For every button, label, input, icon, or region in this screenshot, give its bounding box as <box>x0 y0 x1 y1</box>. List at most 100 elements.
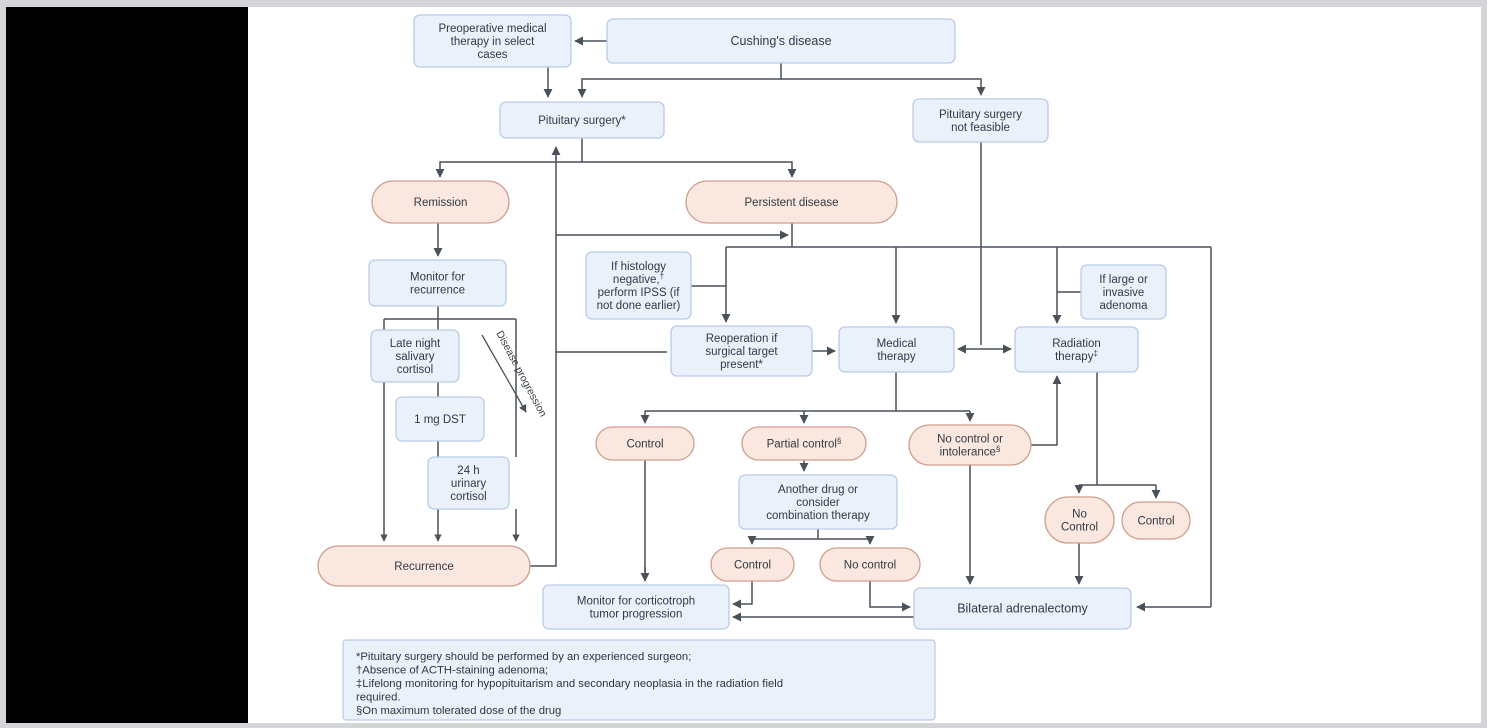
node-label: Monitor for corticotroph <box>577 596 695 608</box>
node-remission[interactable]: Remission <box>371 180 510 224</box>
node-cushings[interactable]: Cushing's disease <box>606 18 956 64</box>
node-label: Pituitary surgery <box>939 109 1022 121</box>
node-box <box>1014 326 1139 373</box>
node-label: Radiation <box>1052 338 1101 350</box>
node-label: Control <box>626 439 663 451</box>
node-label: not done earlier) <box>597 300 681 312</box>
node-label: therapy‡ <box>1055 349 1098 363</box>
footnote-text: *Pituitary surgery should be performed b… <box>356 651 783 717</box>
node-box <box>1044 496 1115 544</box>
node-label: Late night <box>390 338 441 350</box>
edge-pitsurg-persistent <box>582 161 797 178</box>
node-label: Another drug or <box>778 484 858 496</box>
node-label: Partial control§ <box>767 437 842 451</box>
node-label: adenoma <box>1100 300 1149 312</box>
node-label: Medical <box>877 338 917 350</box>
node-label: Control <box>1061 522 1098 534</box>
node-bilateral[interactable]: Bilateral adrenalectomy <box>913 587 1132 630</box>
node-label: Recurrence <box>394 561 453 573</box>
node-recurrence[interactable]: Recurrence <box>317 545 531 587</box>
disease-progression-arrow <box>481 334 527 413</box>
node-label: Persistent disease <box>745 197 839 209</box>
top-edge-strip <box>0 0 1487 7</box>
disease-progression-label: Disease progression <box>493 329 549 419</box>
node-control1[interactable]: Control <box>595 426 695 461</box>
node-label: negative,† <box>613 272 664 286</box>
node-control3[interactable]: Control <box>710 547 795 582</box>
node-label: Preoperative medical <box>438 23 546 35</box>
node-label: Control <box>734 560 771 572</box>
node-dst[interactable]: 1 mg DST <box>395 396 485 442</box>
node-label: Monitor for <box>410 272 465 284</box>
node-box <box>1080 264 1167 320</box>
node-label: 1 mg DST <box>414 414 466 426</box>
edge-control3-monitor <box>732 581 753 609</box>
node-box <box>585 251 692 320</box>
edge-cushings-notfeasible <box>781 78 986 96</box>
node-box <box>838 326 955 373</box>
node-label: tumor progression <box>590 609 683 621</box>
node-control2[interactable]: Control <box>1121 501 1191 540</box>
node-label: invasive <box>1103 287 1145 299</box>
node-persistent[interactable]: Persistent disease <box>685 180 898 224</box>
node-label: present* <box>720 359 763 371</box>
node-box <box>912 98 1049 143</box>
footnote-rect <box>342 639 936 721</box>
footnote-line: ‡Lifelong monitoring for hypopituitarism… <box>356 678 783 690</box>
node-box <box>499 101 665 139</box>
node-label: Bilateral adrenalectomy <box>957 602 1088 616</box>
node-box <box>908 424 1032 466</box>
node-label: not feasible <box>951 122 1010 134</box>
node-label: Cushing's disease <box>730 34 831 48</box>
node-label: Reoperation if <box>706 333 778 345</box>
node-label: cortisol <box>450 491 486 503</box>
node-label: urinary <box>451 478 486 490</box>
node-box <box>317 545 531 587</box>
node-box <box>395 396 485 442</box>
edge-nocontrol-radiation <box>1031 375 1062 446</box>
node-box <box>413 14 572 68</box>
bottom-edge-strip <box>0 723 1487 728</box>
diagram-canvas: Disease progression Preoperative medical… <box>248 7 1481 723</box>
node-label: surgical target <box>705 346 778 358</box>
node-box <box>427 456 510 510</box>
node-label: No control or <box>937 434 1003 446</box>
node-label: cortisol <box>397 364 433 376</box>
node-box <box>913 587 1132 630</box>
node-pitsurg[interactable]: Pituitary surgery* <box>499 101 665 139</box>
footnote-line: §On maximum tolerated dose of the drug <box>356 705 561 717</box>
footnote-line: required. <box>356 692 401 704</box>
edge-nocontrol3-bilateral <box>869 581 911 612</box>
node-label: cases <box>477 49 507 61</box>
node-box <box>542 584 730 630</box>
node-label: intolerance§ <box>940 445 1001 459</box>
edge-recurrence-right <box>530 234 582 567</box>
node-label: If large or <box>1099 274 1148 286</box>
node-box <box>670 325 813 377</box>
node-label: Pituitary surgery* <box>538 115 626 127</box>
node-box <box>606 18 956 64</box>
node-label: Control <box>1137 516 1174 528</box>
footnote-line: *Pituitary surgery should be performed b… <box>356 651 691 663</box>
node-partial[interactable]: Partial control§ <box>741 426 867 461</box>
footnote-line: †Absence of ACTH-staining adenoma; <box>356 665 548 677</box>
node-label: consider <box>796 497 840 509</box>
node-nocontrol3[interactable]: No control <box>819 547 921 582</box>
node-label: No <box>1072 509 1087 521</box>
node-label: If histology <box>611 261 666 273</box>
